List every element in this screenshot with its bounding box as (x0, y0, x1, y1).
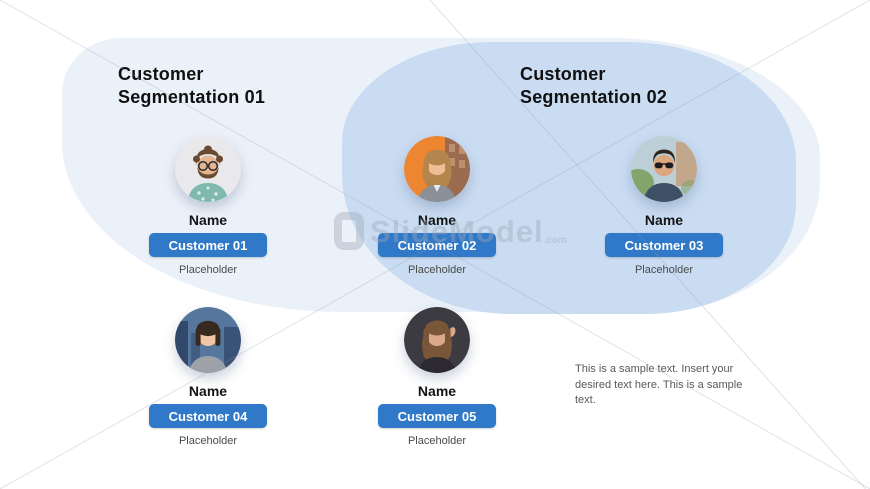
person-photo-illustration (175, 136, 241, 202)
name-label: Name (188, 383, 228, 399)
customer-tag-button[interactable]: Customer 04 (149, 404, 267, 428)
person-photo-illustration (404, 136, 470, 202)
name-label: Name (417, 383, 457, 399)
person-photo-illustration (404, 307, 470, 373)
customer-card-01: Name Customer 01 Placeholder (128, 136, 288, 276)
customer-card-02: Name Customer 02 Placeholder (357, 136, 517, 276)
customer-tag-button[interactable]: Customer 01 (149, 233, 267, 257)
customer-card-04: Name Customer 04 Placeholder (128, 307, 288, 447)
customer-tag-button[interactable]: Customer 02 (378, 233, 496, 257)
body-sample-text: This is a sample text. Insert your desir… (575, 363, 743, 406)
placeholder-caption: Placeholder (178, 264, 238, 276)
person-photo-illustration (631, 136, 697, 202)
customer-card-03: Name Customer 03 Placeholder (584, 136, 744, 276)
customer-card-05: Name Customer 05 Placeholder (357, 307, 517, 447)
avatar-customer-05 (404, 307, 470, 373)
placeholder-caption: Placeholder (634, 264, 694, 276)
segment-2-title: Customer Segmentation 02 (520, 64, 668, 107)
avatar-customer-01 (175, 136, 241, 202)
customer-tag-button[interactable]: Customer 03 (605, 233, 723, 257)
person-photo-illustration (175, 307, 241, 373)
placeholder-caption: Placeholder (407, 264, 467, 276)
name-label: Name (417, 212, 457, 228)
name-label: Name (644, 212, 684, 228)
avatar-customer-03 (631, 136, 697, 202)
name-label: Name (188, 212, 228, 228)
segment-1-title: Customer Segmentation 01 (118, 64, 266, 107)
placeholder-caption: Placeholder (407, 435, 467, 447)
avatar-customer-04 (175, 307, 241, 373)
avatar-customer-02 (404, 136, 470, 202)
placeholder-caption: Placeholder (178, 435, 238, 447)
customer-tag-button[interactable]: Customer 05 (378, 404, 496, 428)
